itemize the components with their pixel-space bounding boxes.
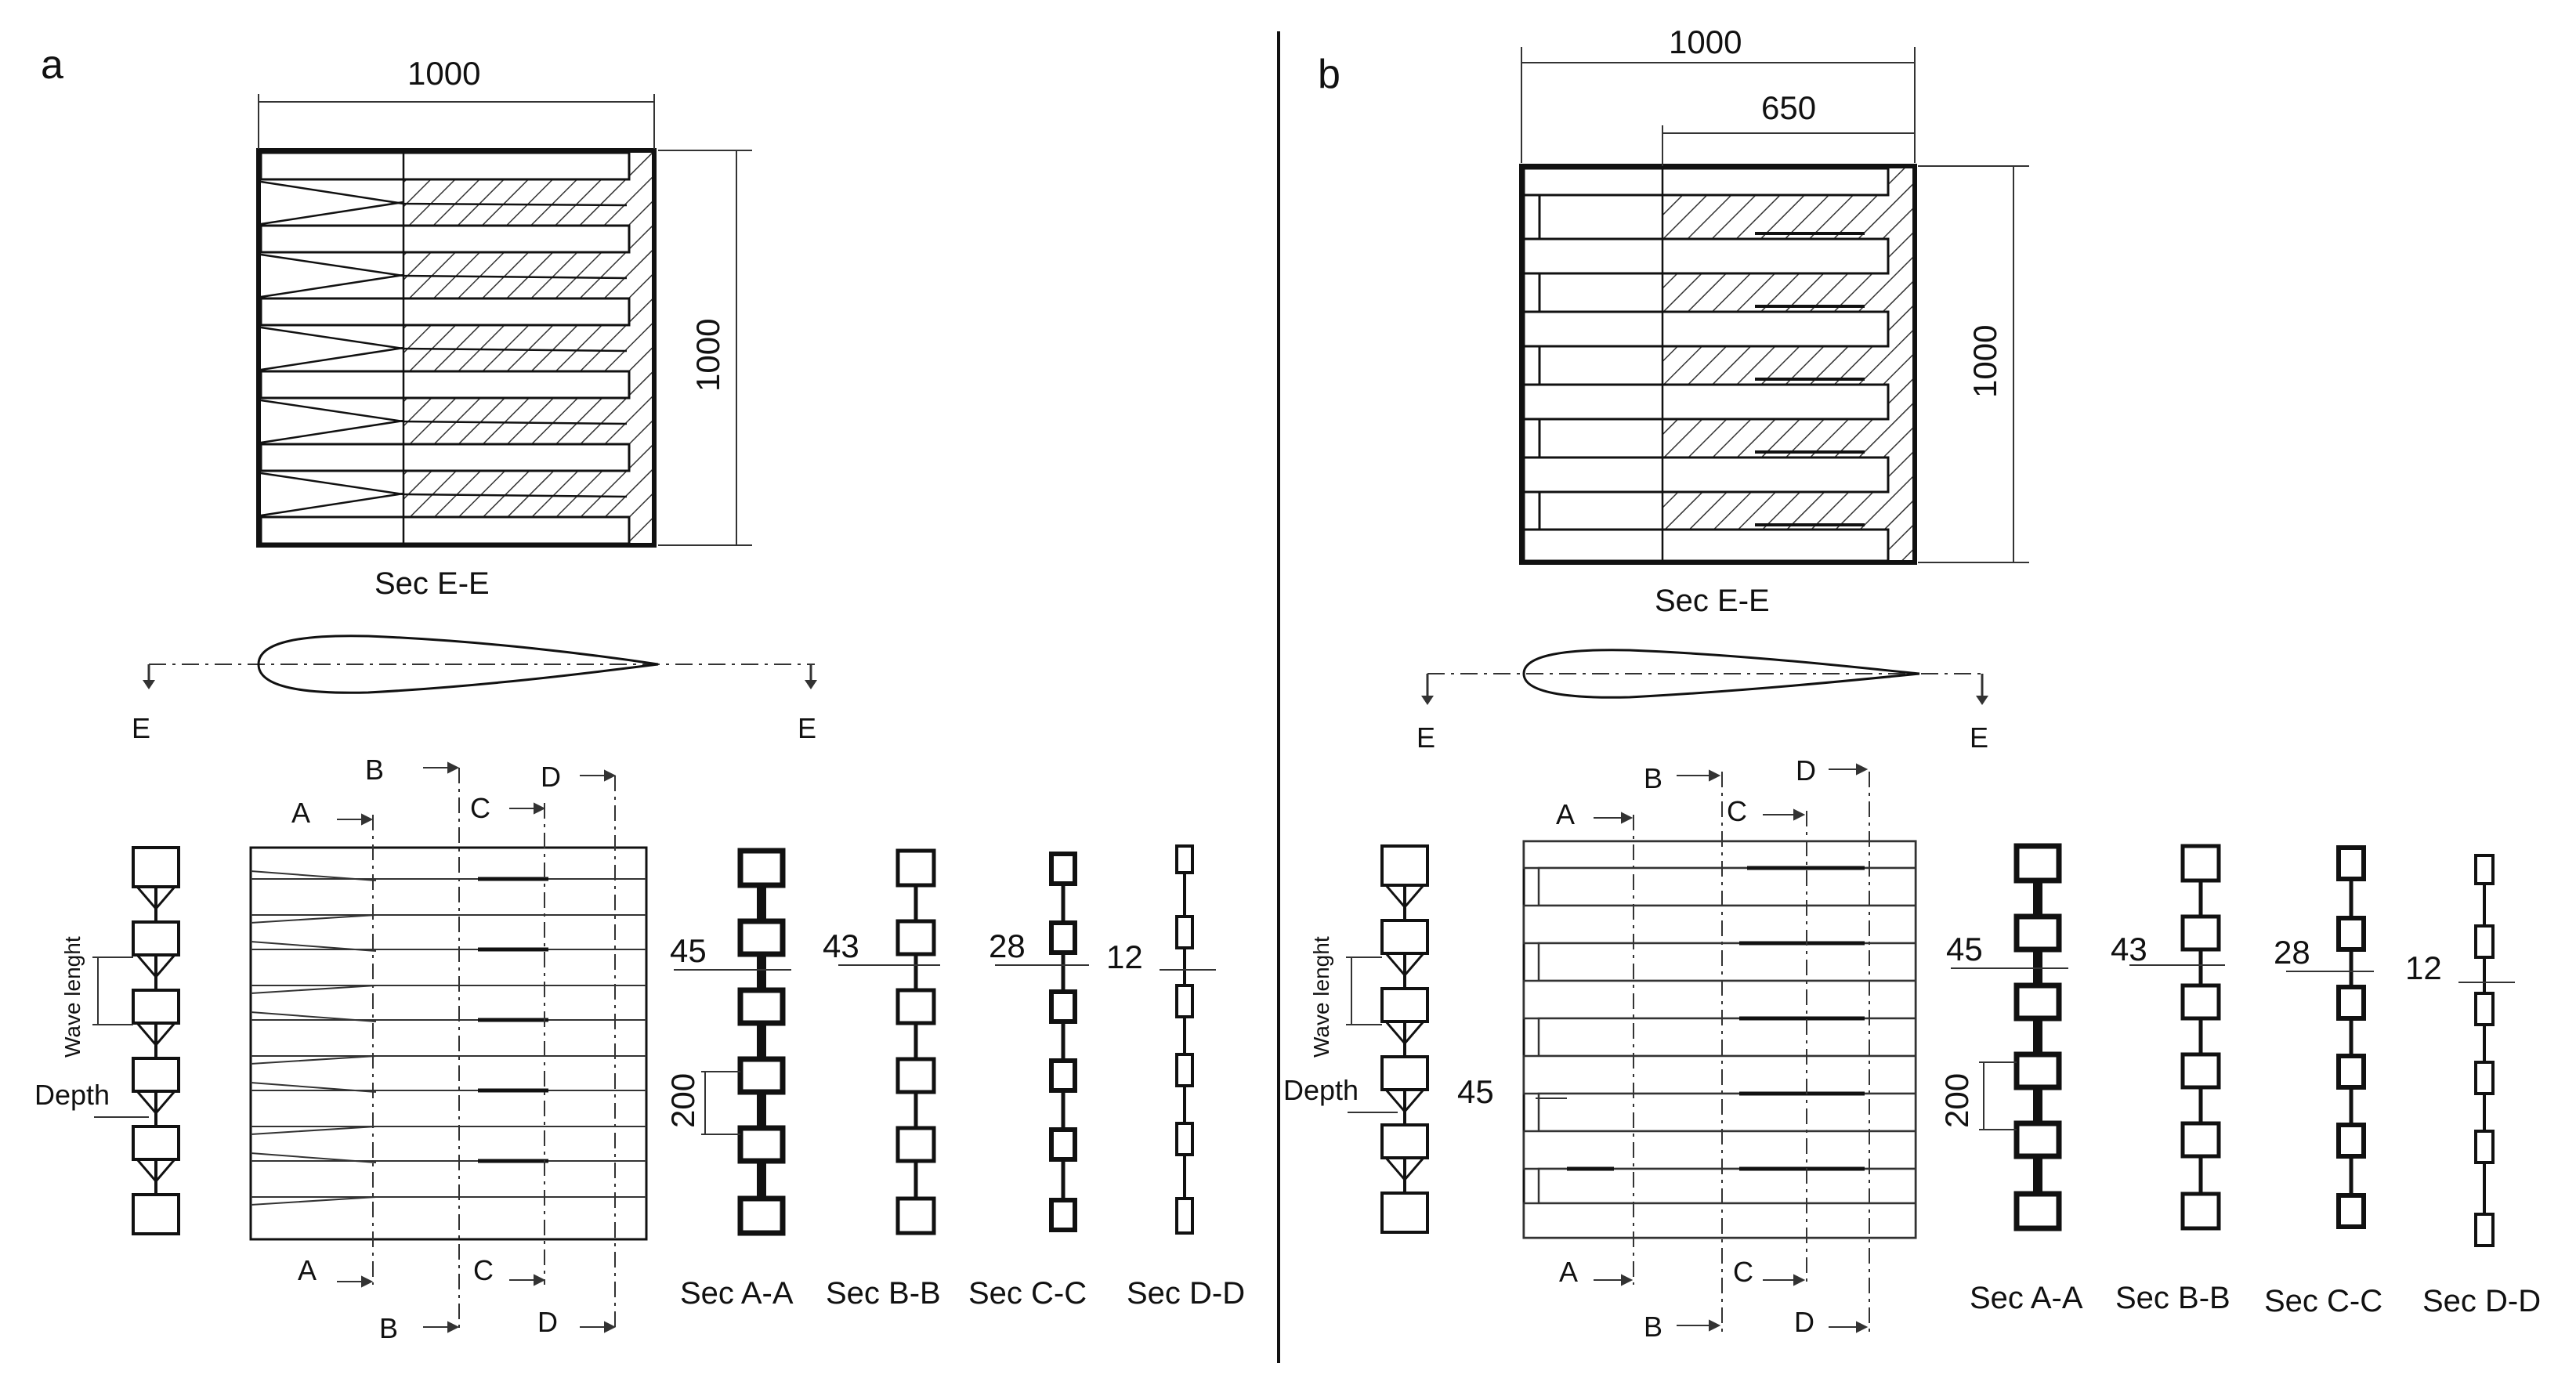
cut-c-top-a: C — [470, 792, 490, 824]
sec-a-a-title-a: Sec A-A — [680, 1276, 794, 1311]
plan-b-width-label: 1000 — [1669, 24, 1742, 60]
cut-e-right-a: E — [798, 712, 816, 744]
sec-c-c-value-a: 28 — [989, 928, 1026, 964]
section-a-a-dims-b: 45 200 Sec A-A — [1938, 931, 2083, 1315]
panel-b-label: b — [1318, 52, 1340, 97]
airfoil-b: E E — [1416, 649, 1988, 754]
sec-a-a-pitch-a: 200 — [664, 1073, 701, 1128]
cut-a-bottom-a: A — [298, 1254, 317, 1286]
section-b-b-panel-a — [895, 848, 936, 1235]
cut-b-bottom-a: B — [379, 1312, 398, 1344]
section-c-c-panel-a — [1049, 852, 1077, 1232]
plan-a-height-label: 1000 — [689, 319, 726, 392]
cut-c-bottom-a: C — [473, 1254, 494, 1286]
plan-view-b: 1000 650 1000 Sec E-E — [1519, 24, 2029, 618]
sec-d-d-value-a: 12 — [1106, 938, 1143, 975]
cut-e-left-b: E — [1416, 721, 1435, 754]
panel-a: a — [34, 42, 1245, 1344]
side-view-a-dims: Wave lenght Depth — [34, 936, 149, 1118]
sec-c-c-value-b: 28 — [2274, 934, 2310, 971]
plan-view-a: 1000 1000 Sec E-E — [256, 55, 752, 601]
sec-b-b-value-a: 43 — [823, 928, 859, 964]
cut-b-top-b: B — [1644, 762, 1662, 794]
depth-label-b: Depth — [1283, 1074, 1359, 1106]
plan-a-section-label: Sec E-E — [374, 566, 490, 601]
front-view-b-dim: 45 — [1457, 1073, 1494, 1110]
plan-outline-b — [1519, 164, 1917, 565]
cut-a-bottom-b: A — [1559, 1256, 1578, 1288]
front-view-a: A B C D A B C D — [249, 754, 648, 1344]
sec-a-a-pitch-b: 200 — [1938, 1073, 1975, 1128]
plan-b-inner-width-label: 650 — [1761, 89, 1816, 126]
sec-d-d-title-a: Sec D-D — [1127, 1276, 1245, 1311]
plan-outline-a — [256, 148, 657, 548]
cut-e-left-a: E — [132, 712, 150, 744]
section-d-d-panel-b — [2474, 854, 2495, 1247]
sec-c-c-title-b: Sec C-C — [2264, 1284, 2382, 1318]
section-c-c-panel-b — [2336, 845, 2366, 1229]
panel-a-label: a — [41, 42, 63, 88]
depth-label-a: Depth — [34, 1079, 110, 1111]
wave-length-label-b: Wave lenght — [1309, 936, 1333, 1058]
section-a-a-panel-b — [2013, 843, 2062, 1231]
cut-e-right-b: E — [1970, 721, 1988, 754]
sec-b-b-value-b: 43 — [2111, 931, 2147, 967]
plan-b-section-label: Sec E-E — [1655, 584, 1770, 618]
section-d-d-dims-a: 12 Sec D-D — [1106, 938, 1245, 1311]
sec-a-a-value-a: 45 — [670, 932, 707, 969]
cut-a-top-a: A — [291, 797, 310, 829]
section-b-b-dims-b: 43 Sec B-B — [2111, 931, 2230, 1315]
cut-d-top-b: D — [1796, 754, 1816, 787]
sec-a-a-title-b: Sec A-A — [1970, 1281, 2083, 1315]
side-view-a — [132, 846, 180, 1235]
cut-d-top-a: D — [541, 761, 561, 793]
sec-d-d-value-b: 12 — [2405, 949, 2442, 986]
front-view-b: A B C D A B C D 45 — [1457, 754, 1917, 1343]
section-c-c-dims-a: 28 Sec C-C — [968, 928, 1089, 1311]
sec-a-a-value-b: 45 — [1946, 931, 1983, 967]
cut-a-top-b: A — [1556, 798, 1575, 830]
section-d-d-dims-b: 12 Sec D-D — [2405, 949, 2541, 1318]
sec-c-c-title-a: Sec C-C — [968, 1276, 1087, 1311]
section-d-d-panel-a — [1175, 844, 1194, 1235]
sec-d-d-title-b: Sec D-D — [2422, 1284, 2541, 1318]
cut-d-bottom-b: D — [1794, 1306, 1814, 1338]
cut-b-bottom-b: B — [1644, 1311, 1662, 1343]
plan-slots-a — [259, 151, 631, 545]
sec-b-b-title-b: Sec B-B — [2115, 1281, 2230, 1315]
airfoil-a: E E — [132, 635, 817, 744]
section-c-c-dims-b: 28 Sec C-C — [2264, 934, 2382, 1318]
cut-d-bottom-a: D — [537, 1306, 558, 1338]
cut-b-top-a: B — [365, 754, 384, 786]
section-a-a-dims-a: 45 200 Sec A-A — [664, 932, 794, 1311]
section-b-b-panel-b — [2180, 844, 2221, 1231]
cut-c-bottom-b: C — [1733, 1256, 1753, 1288]
side-view-b-dims: Wave lenght Depth — [1283, 936, 1398, 1113]
wave-length-label-a: Wave lenght — [60, 936, 85, 1058]
plan-b-height-label: 1000 — [1966, 325, 2003, 398]
section-b-b-dims-a: 43 Sec B-B — [823, 928, 941, 1311]
cut-c-top-b: C — [1727, 795, 1747, 827]
sec-b-b-title-a: Sec B-B — [826, 1276, 941, 1311]
section-a-a-panel-a — [737, 848, 786, 1236]
side-view-b — [1380, 844, 1429, 1234]
panel-b: b — [1283, 24, 2541, 1343]
plan-a-width-label: 1000 — [407, 55, 480, 92]
